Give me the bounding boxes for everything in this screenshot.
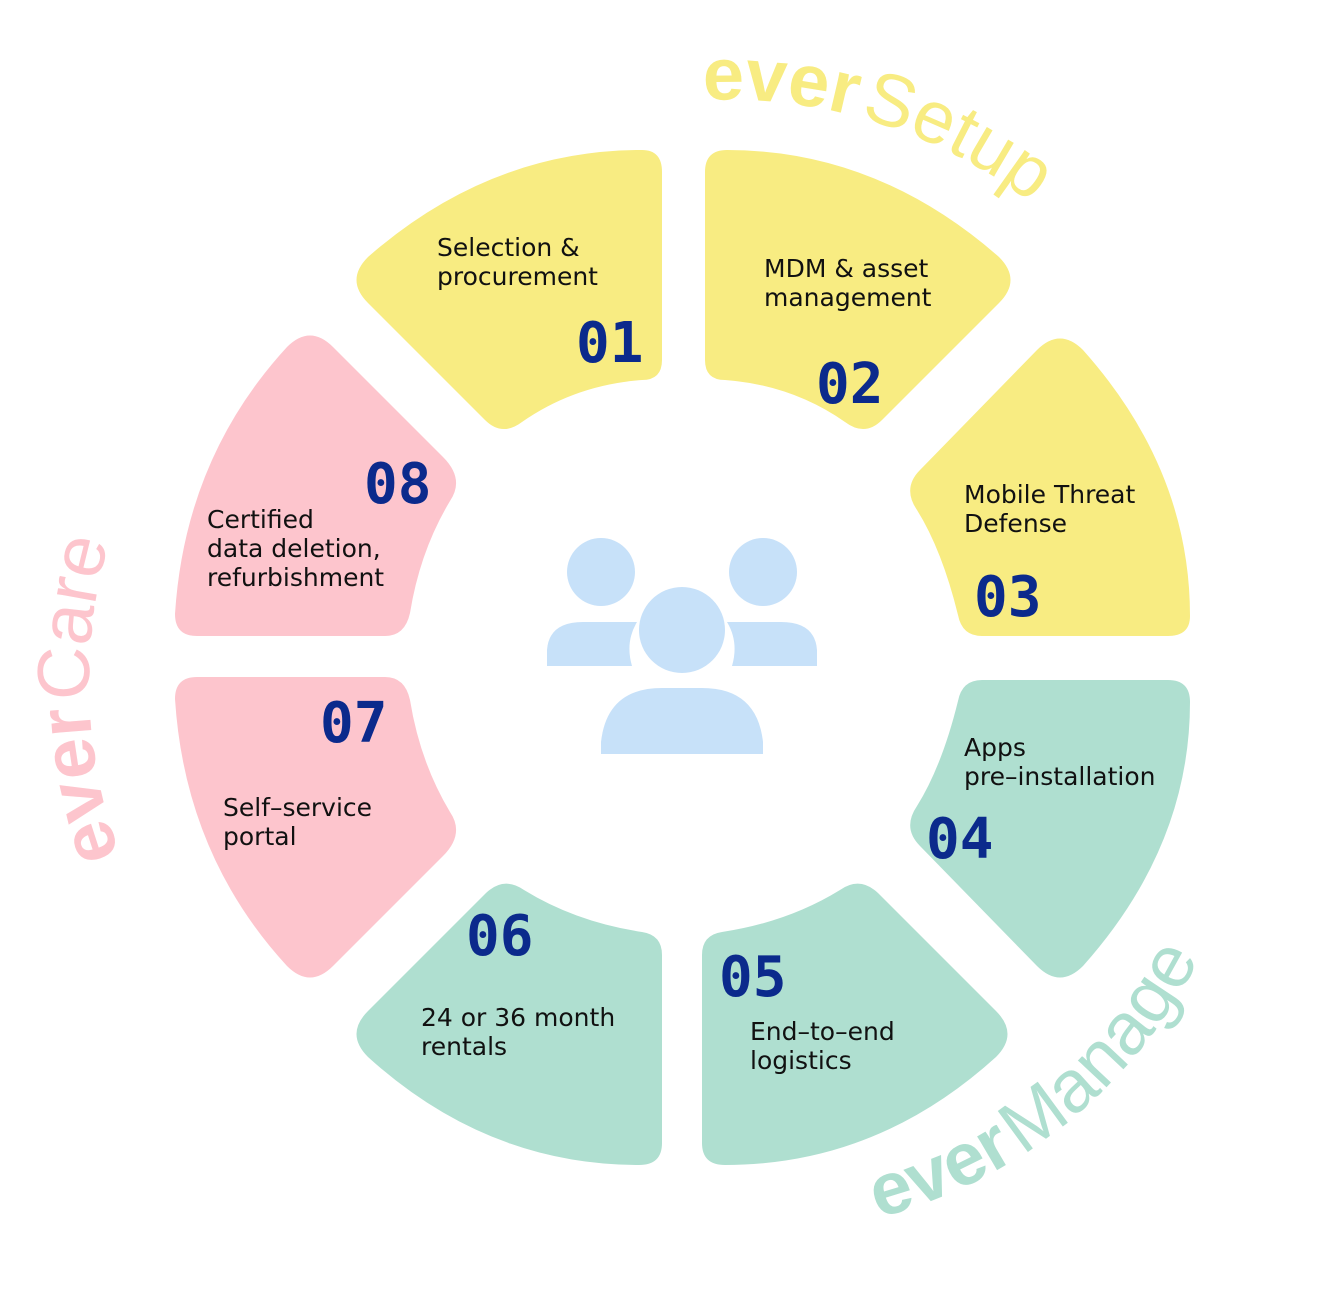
brand-care-name: Care bbox=[22, 526, 124, 701]
segment-03-number: 03 bbox=[974, 565, 1041, 630]
segment-05-shape bbox=[702, 883, 1008, 1165]
brand-setup-prefix: ever bbox=[703, 32, 870, 131]
segment-05-number: 05 bbox=[719, 945, 786, 1010]
segment-label-line: management bbox=[764, 283, 932, 312]
segment-07-shape bbox=[175, 677, 457, 978]
segment-06-shape bbox=[356, 883, 662, 1165]
users-group-icon bbox=[547, 538, 817, 754]
segment-label-line: Selection & bbox=[437, 233, 580, 262]
segment-label-line: refurbishment bbox=[207, 563, 384, 592]
segment-label-line: Certified bbox=[207, 505, 314, 534]
brand-manage-name: Manage bbox=[983, 926, 1213, 1169]
segment-label-line: rentals bbox=[421, 1032, 507, 1061]
segment-02-number: 02 bbox=[816, 352, 883, 417]
segment-label-line: data deletion, bbox=[207, 534, 381, 563]
segment-08-number: 08 bbox=[364, 452, 431, 517]
segment-label-line: Apps bbox=[964, 733, 1026, 762]
segment-04-number: 04 bbox=[926, 807, 993, 872]
segment-label-line: Defense bbox=[964, 509, 1067, 538]
segment-02-shape bbox=[705, 150, 1011, 430]
segment-08-shape bbox=[175, 335, 457, 636]
segment-label-line: MDM & asset bbox=[764, 254, 929, 283]
segment-01-label: Selection &procurement bbox=[437, 233, 598, 291]
segment-01: Selection &procurement 01 bbox=[356, 150, 662, 430]
segment-label-line: portal bbox=[223, 822, 297, 851]
segment-label-line: End–to–end bbox=[750, 1017, 895, 1046]
segment-07-number: 07 bbox=[320, 691, 387, 756]
segment-label-line: procurement bbox=[437, 262, 598, 291]
segment-label-line: Mobile Threat bbox=[964, 480, 1135, 509]
segment-label-line: 24 or 36 month bbox=[421, 1003, 615, 1032]
segment-label-line: Self–service bbox=[223, 793, 372, 822]
brand-care-prefix: ever bbox=[23, 705, 135, 876]
segment-03-shape bbox=[910, 338, 1190, 636]
segment-06-number: 06 bbox=[466, 904, 533, 969]
segment-01-shape bbox=[356, 150, 662, 430]
segment-01-number: 01 bbox=[576, 311, 643, 376]
segment-label-line: logistics bbox=[750, 1046, 852, 1075]
segment-04-shape bbox=[910, 680, 1190, 978]
brand-care: everCare bbox=[22, 526, 135, 876]
segment-label-line: pre–installation bbox=[964, 762, 1156, 791]
